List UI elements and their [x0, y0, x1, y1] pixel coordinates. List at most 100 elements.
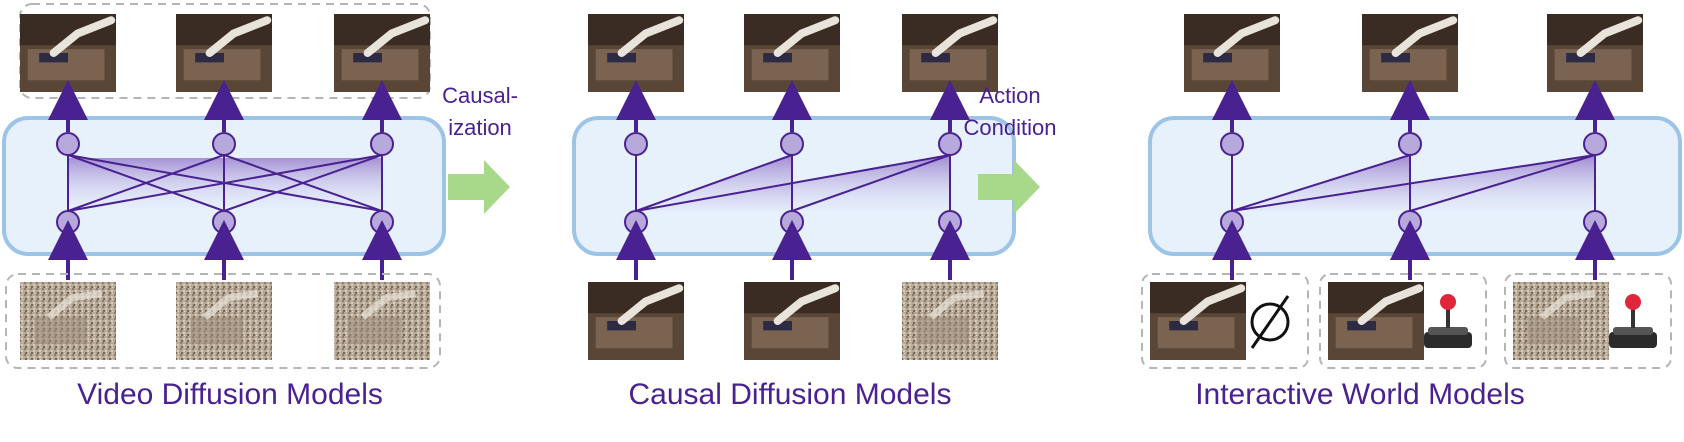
panel-1-bottom-node-1 — [780, 210, 804, 234]
transition-label-1: Causal- ization — [420, 80, 540, 144]
panel-2-bottom-frame-1-tray — [1347, 321, 1376, 331]
caption-interactive-world: Interactive World Models — [1195, 378, 1525, 411]
joystick-knob — [1625, 294, 1641, 310]
panel-0-top-frame-0-arm — [49, 16, 116, 57]
panel-1-top-frame-1-arm — [773, 16, 840, 57]
transition-label-2-line1: Action — [979, 83, 1041, 108]
panel-2-top-frame-2-tray — [1566, 53, 1595, 63]
panel-2-top-frame-0 — [1184, 14, 1280, 92]
panel-0-bottom-group — [5, 273, 441, 369]
panel-0-bottom-frame-2-table — [348, 317, 402, 345]
panel-0-top-frame-1-tray — [195, 53, 224, 63]
joystick-top — [1428, 327, 1468, 335]
panel-2-bottom-frame-2-arm — [1539, 290, 1596, 320]
panel-1-top-frame-2-tray — [921, 53, 950, 63]
panel-2-attn-edge-0-1 — [1231, 154, 1411, 212]
panel-2-bottom-group-2 — [1504, 273, 1672, 369]
joystick-base — [1609, 332, 1657, 348]
transition-label-2-line2: Condition — [963, 115, 1057, 140]
panel-0-top-frame-0 — [20, 14, 116, 92]
panel-1-top-frame-0-arm — [617, 16, 684, 57]
green-arrow-2 — [978, 160, 1040, 214]
panel-2-top-node-0 — [1220, 132, 1244, 156]
joystick-knob — [1440, 294, 1456, 310]
panel-0-bottom-frame-1 — [176, 282, 272, 360]
panel-0-top-frame-1 — [176, 14, 272, 92]
panel-2-bottom-frame-1 — [1328, 282, 1424, 360]
panel-1-attn-edge-0-2 — [635, 154, 951, 212]
panel-0-bottom-node-0 — [56, 210, 80, 234]
panel-1-bottom-frame-0-tray — [607, 321, 636, 331]
joystick-icon — [1424, 294, 1472, 348]
panel-0-attn-edge-0-1 — [67, 154, 225, 212]
joystick-top — [1613, 327, 1653, 335]
panel-2-top-frame-0-tray — [1203, 53, 1232, 63]
panel-1-top-node-1 — [780, 132, 804, 156]
panel-2-top-frame-0-arm — [1213, 16, 1280, 57]
panel-1-bottom-frame-1-tray — [763, 321, 792, 331]
panel-2-top-node-1 — [1398, 132, 1422, 156]
panel-1-bottom-frame-2-table — [916, 317, 970, 345]
panel-2-top-frame-2-arm — [1576, 16, 1643, 57]
panel-2-attn-edge-0-2 — [1231, 154, 1596, 212]
transition-label-1-line2: ization — [448, 115, 512, 140]
panel-1-top-node-2 — [938, 132, 962, 156]
panel-0-attn-edge-0-2 — [67, 154, 383, 212]
panel-1-bottom-frame-0-arm — [617, 284, 684, 325]
panel-2-top-frame-1-tray — [1381, 53, 1410, 63]
panel-1-bottom-frame-2 — [902, 282, 998, 360]
panel-0-top-frame-2 — [334, 14, 430, 92]
panel-1-bottom-frame-1 — [744, 282, 840, 360]
panel-2-top-frame-2 — [1547, 14, 1643, 92]
panel-1-attn-edge-1-2 — [791, 154, 951, 212]
panel-0-top-frame-1-arm — [205, 16, 272, 57]
panel-1-attn-edge-0-1 — [635, 154, 793, 212]
panel-2-bottom-group-1 — [1319, 273, 1487, 369]
panel-0-bottom-node-1 — [212, 210, 236, 234]
panel-2-bottom-frame-0-tray — [1169, 321, 1198, 331]
panel-2-bottom-frame-1-arm — [1357, 284, 1424, 325]
joystick-icon — [1609, 294, 1657, 348]
caption-causal-diffusion: Causal Diffusion Models — [628, 378, 952, 411]
panel-0-top-node-2 — [370, 132, 394, 156]
panel-0-top-frame-2-arm — [363, 16, 430, 57]
empty-set-icon-slash — [1250, 295, 1290, 349]
panel-1-top-frame-1-tray — [763, 53, 792, 63]
panel-2-bottom-frame-2 — [1513, 282, 1609, 360]
panel-2-bottom-node-1 — [1398, 210, 1422, 234]
panel-0-bottom-frame-0-arm — [46, 290, 103, 320]
panel-2-bottom-frame-0-arm — [1179, 284, 1246, 325]
panel-0-top-node-1 — [212, 132, 236, 156]
panel-1-bottom-node-0 — [624, 210, 648, 234]
panel-1-bottom-frame-2-arm — [928, 290, 985, 320]
panel-0-bottom-frame-2 — [334, 282, 430, 360]
panel-2-top-frame-1 — [1362, 14, 1458, 92]
panel-0-bottom-frame-0-table — [34, 317, 88, 345]
panel-2-top-frame-1-arm — [1391, 16, 1458, 57]
panel-2-bottom-node-2 — [1583, 210, 1607, 234]
panel-1-top-frame-0-tray — [607, 53, 636, 63]
panel-1-top-node-0 — [624, 132, 648, 156]
transition-label-1-line1: Causal- — [442, 83, 518, 108]
panel-1-top-frame-2 — [902, 14, 998, 92]
panel-1-top-frame-2-arm — [931, 16, 998, 57]
empty-set-icon — [1250, 302, 1290, 342]
panel-0-bottom-frame-2-arm — [360, 290, 417, 320]
panel-0-bottom-frame-0 — [20, 282, 116, 360]
panel-1-bottom-frame-0 — [588, 282, 684, 360]
panel-1-top-frame-1 — [744, 14, 840, 92]
panel-2-bottom-node-0 — [1220, 210, 1244, 234]
joystick-base — [1424, 332, 1472, 348]
green-arrow-1 — [448, 160, 510, 214]
panel-0-bottom-frame-1-arm — [202, 290, 259, 320]
panel-2-attn-edge-1-2 — [1409, 154, 1596, 212]
transition-label-2: Action Condition — [950, 80, 1070, 144]
panel-0-top-frame-2-tray — [353, 53, 382, 63]
panel-1-bottom-frame-1-arm — [773, 284, 840, 325]
caption-video-diffusion: Video Diffusion Models — [77, 378, 383, 411]
panel-2-bottom-frame-2-table — [1527, 317, 1581, 345]
panel-1-top-frame-0 — [588, 14, 684, 92]
panel-0-top-node-0 — [56, 132, 80, 156]
panel-2-bottom-group-0 — [1141, 273, 1309, 369]
